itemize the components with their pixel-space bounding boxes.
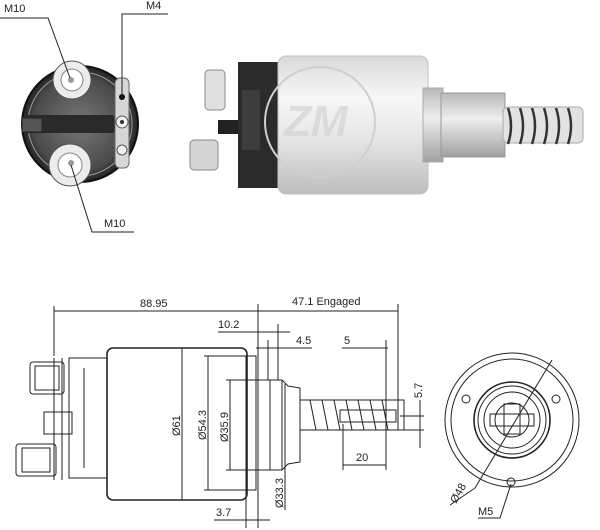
svg-text:ZM: ZM	[282, 97, 349, 146]
dim-flange-diameter: Ø54.3	[197, 410, 209, 440]
side-view-drawing: 88.95 47.1 Engaged 10.2 4.5 5 5.7 20 Ø61	[15, 296, 425, 528]
side-view-photo: ZM	[189, 55, 584, 195]
dim-overall-length: 88.95	[140, 298, 168, 310]
dim-bolt-circle: Ø48	[448, 481, 469, 505]
dim-flange-offset: 10.2	[218, 319, 239, 331]
dim-body-diameter: Ø61	[171, 415, 183, 436]
dim-flange-thickness: 3.7	[216, 507, 231, 519]
dim-plunger-tip: 5	[344, 335, 350, 347]
dim-engaged: 47.1 Engaged	[292, 296, 361, 308]
label-mount-thread: M5	[478, 506, 493, 518]
dim-plunger-diameter: Ø33.3	[274, 478, 286, 508]
dim-shoulder: 4.5	[296, 335, 311, 347]
leader-m10-bottom	[70, 164, 134, 233]
label-m10-bottom: M10	[104, 218, 125, 230]
label-m10-top: M10	[4, 3, 25, 15]
dim-slot-width: 5.7	[413, 383, 425, 398]
end-view-drawing: Ø48 M5	[444, 352, 580, 519]
dim-slot-length: 20	[356, 452, 368, 464]
end-view-photo: M10 M4 M10	[0, 0, 168, 233]
watermark-logo-icon	[264, 66, 376, 178]
leader-m4	[121, 13, 168, 97]
label-m4: M4	[146, 0, 161, 12]
dim-boss-diameter: Ø35.9	[219, 412, 231, 442]
leader-m10-top	[0, 17, 71, 79]
